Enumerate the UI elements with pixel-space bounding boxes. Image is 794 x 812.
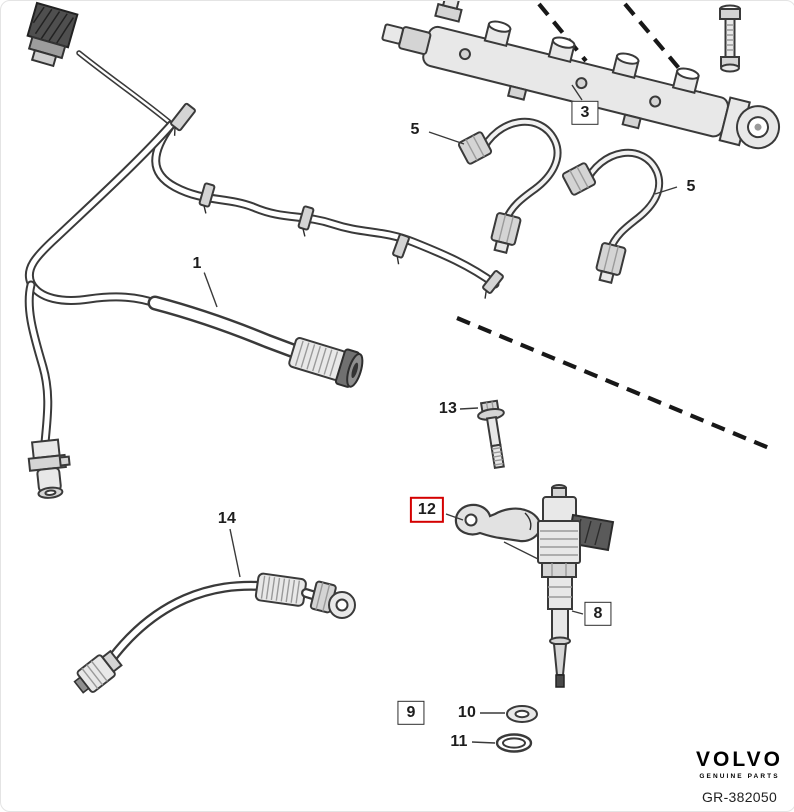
hose-clip [170, 102, 196, 136]
hose-clip [198, 182, 216, 214]
volvo-logo-subtitle: GENUINE PARTS [699, 773, 780, 780]
sealing-washer-part [506, 705, 538, 723]
callout-5-right[interactable]: 5 [683, 177, 699, 197]
fuel-injector-part [537, 484, 615, 688]
callout-11[interactable]: 11 [447, 732, 471, 752]
callout-3[interactable]: 3 [571, 100, 599, 126]
injector-pipe-right-part [561, 148, 664, 284]
injector-clamp-bolt-part [477, 399, 505, 470]
o-ring-part [495, 733, 533, 753]
hose-clip [482, 270, 504, 299]
volvo-branding: VOLVO GENUINE PARTS GR-382050 [696, 748, 783, 805]
hose-quick-connector [27, 438, 71, 499]
callout-10[interactable]: 10 [454, 703, 480, 723]
diagram-reference-code: GR-382050 [701, 789, 778, 805]
rail-bolt-part [719, 4, 741, 73]
fuel-hose-part [73, 572, 356, 694]
callout-14[interactable]: 14 [214, 509, 240, 529]
callout-leader-lines [203, 84, 678, 744]
hose-ribbed-end [288, 336, 364, 388]
hose-clip [297, 205, 315, 237]
callout-5-left[interactable]: 5 [407, 120, 423, 140]
hose-end-connector-part [26, 1, 79, 68]
injector-clamp-part [454, 503, 547, 564]
injector-pipe-left-part [457, 117, 562, 254]
callout-13[interactable]: 13 [435, 399, 461, 419]
callout-9[interactable]: 9 [397, 700, 425, 726]
volvo-logo-text: VOLVO [696, 748, 783, 771]
callout-8[interactable]: 8 [584, 601, 612, 627]
callout-12-highlighted[interactable]: 12 [409, 496, 445, 524]
fuel-return-hose-part [24, 50, 504, 499]
fuel-rail-part [381, 1, 781, 150]
callout-1[interactable]: 1 [189, 254, 205, 274]
hose-clip [392, 233, 410, 265]
